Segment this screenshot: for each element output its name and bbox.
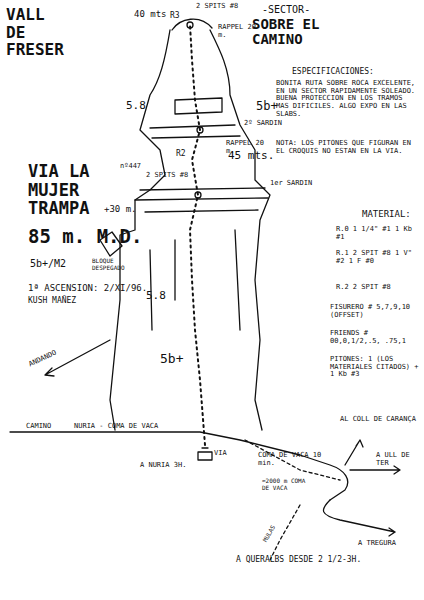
grade: 5b+ [256, 100, 278, 113]
first-ascent: 1ª ASCENSION: 2/XI/96. [28, 284, 147, 294]
anchor-note: 2 SPITS #8 [146, 172, 188, 180]
material-item: FISURERO # 5,7,9,10 (OFFSET) [330, 304, 420, 319]
ledge [135, 188, 268, 212]
material-item: R.0 1 1/4" #1 1 Kb #1 [336, 226, 418, 241]
pitch-length: 40 mts [134, 10, 167, 20]
ledge [150, 125, 240, 138]
sector-label: -SECTOR- [262, 4, 310, 15]
trail [345, 440, 363, 465]
material-item: FRIENDS # 00,0,1/2,.5, .75,1 [330, 330, 420, 345]
trail-name: CAMINO [26, 423, 51, 431]
route-number: nº447 [120, 163, 141, 171]
trail [245, 440, 340, 480]
trail [350, 466, 400, 474]
river [323, 500, 395, 536]
trail-time: A NURIA 3H. [140, 462, 186, 470]
route-start: VIA [214, 450, 227, 458]
height-note: +30 m. [104, 205, 137, 215]
belay [195, 192, 201, 198]
material-item: R.1 2 SPIT #8 1 V" #2 1 F #0 [336, 250, 418, 265]
title: VALL DE FRESER [6, 6, 66, 59]
summit-block [172, 19, 212, 30]
specs-heading: ESPECIFICACIONES: [292, 68, 374, 77]
material-item: PITONES: 1 (LOS MATERIALES CITADOS) + 1 … [330, 356, 420, 379]
grade: 5.8 [126, 100, 146, 112]
approach-note: ANDANDO [28, 350, 58, 369]
trail-time: COMA DE VACA 10 min. [258, 452, 328, 467]
crack [150, 230, 240, 330]
trail-name: NURIA - COMA DE VACA [74, 423, 158, 431]
route-length: 85 m. M.D. [28, 226, 142, 247]
route-grade: 5b+/M2 [30, 258, 66, 269]
sector-name: SOBRE EL CAMINO [252, 17, 332, 48]
hut [198, 448, 212, 460]
belay-label: R3 [170, 12, 180, 21]
ledge-name: 1er SARDIN [270, 180, 312, 188]
trail [270, 505, 300, 560]
roof [175, 98, 222, 114]
material-heading: MATERIAL: [362, 210, 411, 220]
place-name: ≈2000 m COMA DE VACA [262, 478, 310, 491]
grade: 5.8 [146, 290, 166, 302]
belay-label: R2 [176, 150, 186, 159]
rappel-note: RAPPEL 20 m. [218, 24, 260, 39]
route [190, 25, 205, 445]
anchor-note: 2 SPITS #8 [196, 3, 238, 11]
specs-note: NOTA: LOS PITONES QUE FIGURAN EN EL CROQ… [276, 140, 418, 155]
destination: AL COLL DE CARANÇA [340, 416, 420, 424]
destination: A QUERALBS DESDE 2 1/2-3H. [236, 556, 366, 565]
destination: A TREGURA [358, 540, 396, 548]
material-item: R.2 2 SPIT #8 [336, 284, 418, 292]
belay [197, 127, 203, 133]
specs-text: BONITA RUTA SOBRE ROCA EXCELENTE, EN UN … [276, 80, 418, 118]
ledge-name: 2º SARDIN [244, 120, 282, 128]
rock-outline [210, 30, 270, 430]
trail-name: MULAS [262, 524, 277, 543]
trail [10, 432, 348, 500]
belay [187, 22, 193, 28]
grade: 5b+ [160, 352, 183, 366]
pitch-length: 45 mts. [228, 150, 274, 162]
destination: A ULL DE TER [376, 452, 420, 467]
first-ascent: KUSH MAÑEZ [28, 297, 76, 306]
feature-note: BLOQUE DESPEGADO [92, 258, 134, 271]
